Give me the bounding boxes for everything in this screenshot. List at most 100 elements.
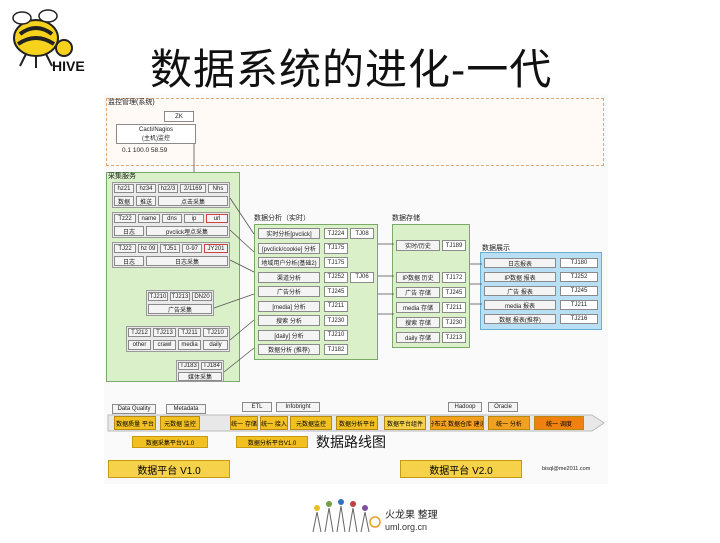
road-item: 统一 接入 (260, 416, 288, 430)
collect-node: ip (184, 214, 204, 223)
collect-node: dns (162, 214, 182, 223)
tech-hadoop: Hadoop (448, 402, 482, 412)
analysis-label: 数据分析（实时） (254, 215, 310, 222)
road-item: 数据质量 平台 (114, 416, 156, 430)
analysis-item: [media] 分析 (258, 300, 320, 312)
collect-node: daily (203, 340, 228, 350)
road-mid-analysis: 数据分析平台V1.0 (236, 436, 308, 448)
collect-node: hz 09 (138, 244, 158, 253)
cacti-box: Cacti/Nagios (主机)监控 (116, 124, 196, 144)
collect-node: TJ210 (203, 328, 228, 337)
storage-id: TJ245 (442, 287, 466, 298)
analysis-item: 实时分析[pvclick] (258, 228, 320, 239)
collect-node: 日志 (114, 226, 144, 236)
collect-node: 日志采集 (146, 256, 228, 266)
collect-node: Nhs (208, 184, 228, 193)
report-id: TJ211 (560, 300, 598, 310)
collect-node: 媒体采集 (178, 372, 222, 381)
collect-node: name (138, 214, 160, 223)
road-item: 统一 存储 (230, 416, 258, 430)
analysis-id: TJ08 (350, 228, 374, 239)
roadmap-caption: 数据路线图 (316, 435, 386, 451)
footer-line2: uml.org.cn (385, 522, 428, 532)
report-item: 日志报表 (484, 258, 556, 268)
analysis-item: [daily] 分析 (258, 329, 320, 341)
collect-node: TJ212 (128, 328, 151, 337)
analysis-id: TJ252 (324, 271, 348, 283)
hive-logo: HIVE (6, 8, 98, 78)
collect-node: 2/1169 (180, 184, 206, 193)
report-item: 广告 报表 (484, 286, 556, 296)
road-item: 元数据监控 (290, 416, 332, 430)
collect-node: 0-97 (182, 244, 202, 253)
analysis-id: TJ230 (324, 315, 348, 326)
collect-node: 广告采集 (148, 304, 212, 314)
collect-node: TJ51 (160, 244, 180, 253)
collect-label: 采集服务 (108, 173, 136, 180)
road-mid-collect: 数据采集平台V1.0 (132, 436, 208, 448)
tech-etl: ETL (242, 402, 272, 412)
storage-id: TJ172 (442, 272, 466, 283)
footer-logo (305, 492, 385, 538)
bee-icon (12, 9, 73, 68)
storage-item: media 存储 (396, 302, 440, 313)
collect-node: 点击采集 (158, 196, 228, 206)
storage-id: TJ213 (442, 332, 466, 343)
platform-v2: 数据平台 V2.0 (400, 460, 522, 478)
analysis-id: TJ245 (324, 286, 348, 297)
storage-id: TJ211 (442, 302, 466, 313)
collect-node: other (128, 340, 151, 350)
collect-node: hz34 (136, 184, 156, 193)
system-diagram: 监控管理(系统) ZK Cacti/Nagios (主机)监控 0.1 100.… (104, 94, 608, 484)
tech-infobright: Infobright (276, 402, 320, 412)
analysis-id: TJ210 (324, 329, 348, 341)
report-item: media 报表 (484, 300, 556, 310)
storage-item: 搜索 存储 (396, 317, 440, 328)
analysis-item: 数据分析 (推荐) (258, 344, 320, 355)
report-id: TJ216 (560, 314, 598, 324)
report-id: TJ245 (560, 286, 598, 296)
storage-id: TJ189 (442, 240, 466, 251)
monitor-ips: 0.1 100.0 58.59 (122, 147, 168, 154)
people-logo-icon (312, 499, 381, 533)
analysis-id: TJ182 (324, 344, 348, 355)
collect-node: 推送 (136, 196, 156, 206)
analysis-id: TJ175 (324, 242, 348, 254)
monitor-region-label: 监控管理(系统) (108, 99, 155, 106)
collect-node: DN20 (192, 292, 212, 301)
report-id: TJ180 (560, 258, 598, 268)
report-label: 数据展示 (482, 245, 510, 252)
road-item: 统一 调度 (534, 416, 584, 430)
storage-label: 数据存储 (392, 215, 420, 222)
road-item: 数据平台组件 (384, 416, 426, 430)
road-item: 元数据 监控 (160, 416, 200, 430)
platform-v1: 数据平台 V1.0 (108, 460, 230, 478)
storage-item: 实时/历史 (396, 240, 440, 251)
storage-item: IP数据 历史 (396, 272, 440, 283)
analysis-item: 渠道分析 (258, 271, 320, 283)
collect-node: hz21 (114, 184, 134, 193)
collect-node: TJ213 (170, 292, 190, 301)
analysis-id: TJ224 (324, 228, 348, 239)
analysis-item: 搜索 分析 (258, 315, 320, 326)
analysis-id: TJ06 (350, 271, 374, 283)
collect-node: TJ211 (178, 328, 201, 337)
collect-node: url (206, 214, 228, 223)
road-item: 数据分析平台 (336, 416, 378, 430)
analysis-id: TJ175 (324, 257, 348, 268)
collect-node: TJ183 (178, 362, 199, 370)
connector-lines (193, 144, 482, 373)
collect-node: JY201 (204, 244, 228, 253)
collect-node: crawl (153, 340, 176, 350)
collect-node: pvclick埋点采集 (146, 226, 228, 236)
report-item: IP数据 报表 (484, 272, 556, 282)
collect-node: TJ213 (153, 328, 176, 337)
road-item: 分布式 数据仓库 建设 (430, 416, 484, 430)
collect-node: 数据 (114, 196, 134, 206)
hive-logo-text: HIVE (52, 58, 85, 74)
analysis-id: TJ211 (324, 300, 348, 312)
collect-node: TJ22 (114, 244, 136, 253)
slide-title: 数据系统的进化-一代 (150, 45, 553, 94)
credit-text: bisql@me2011.com (542, 466, 591, 472)
collect-node: TJ210 (148, 292, 168, 301)
